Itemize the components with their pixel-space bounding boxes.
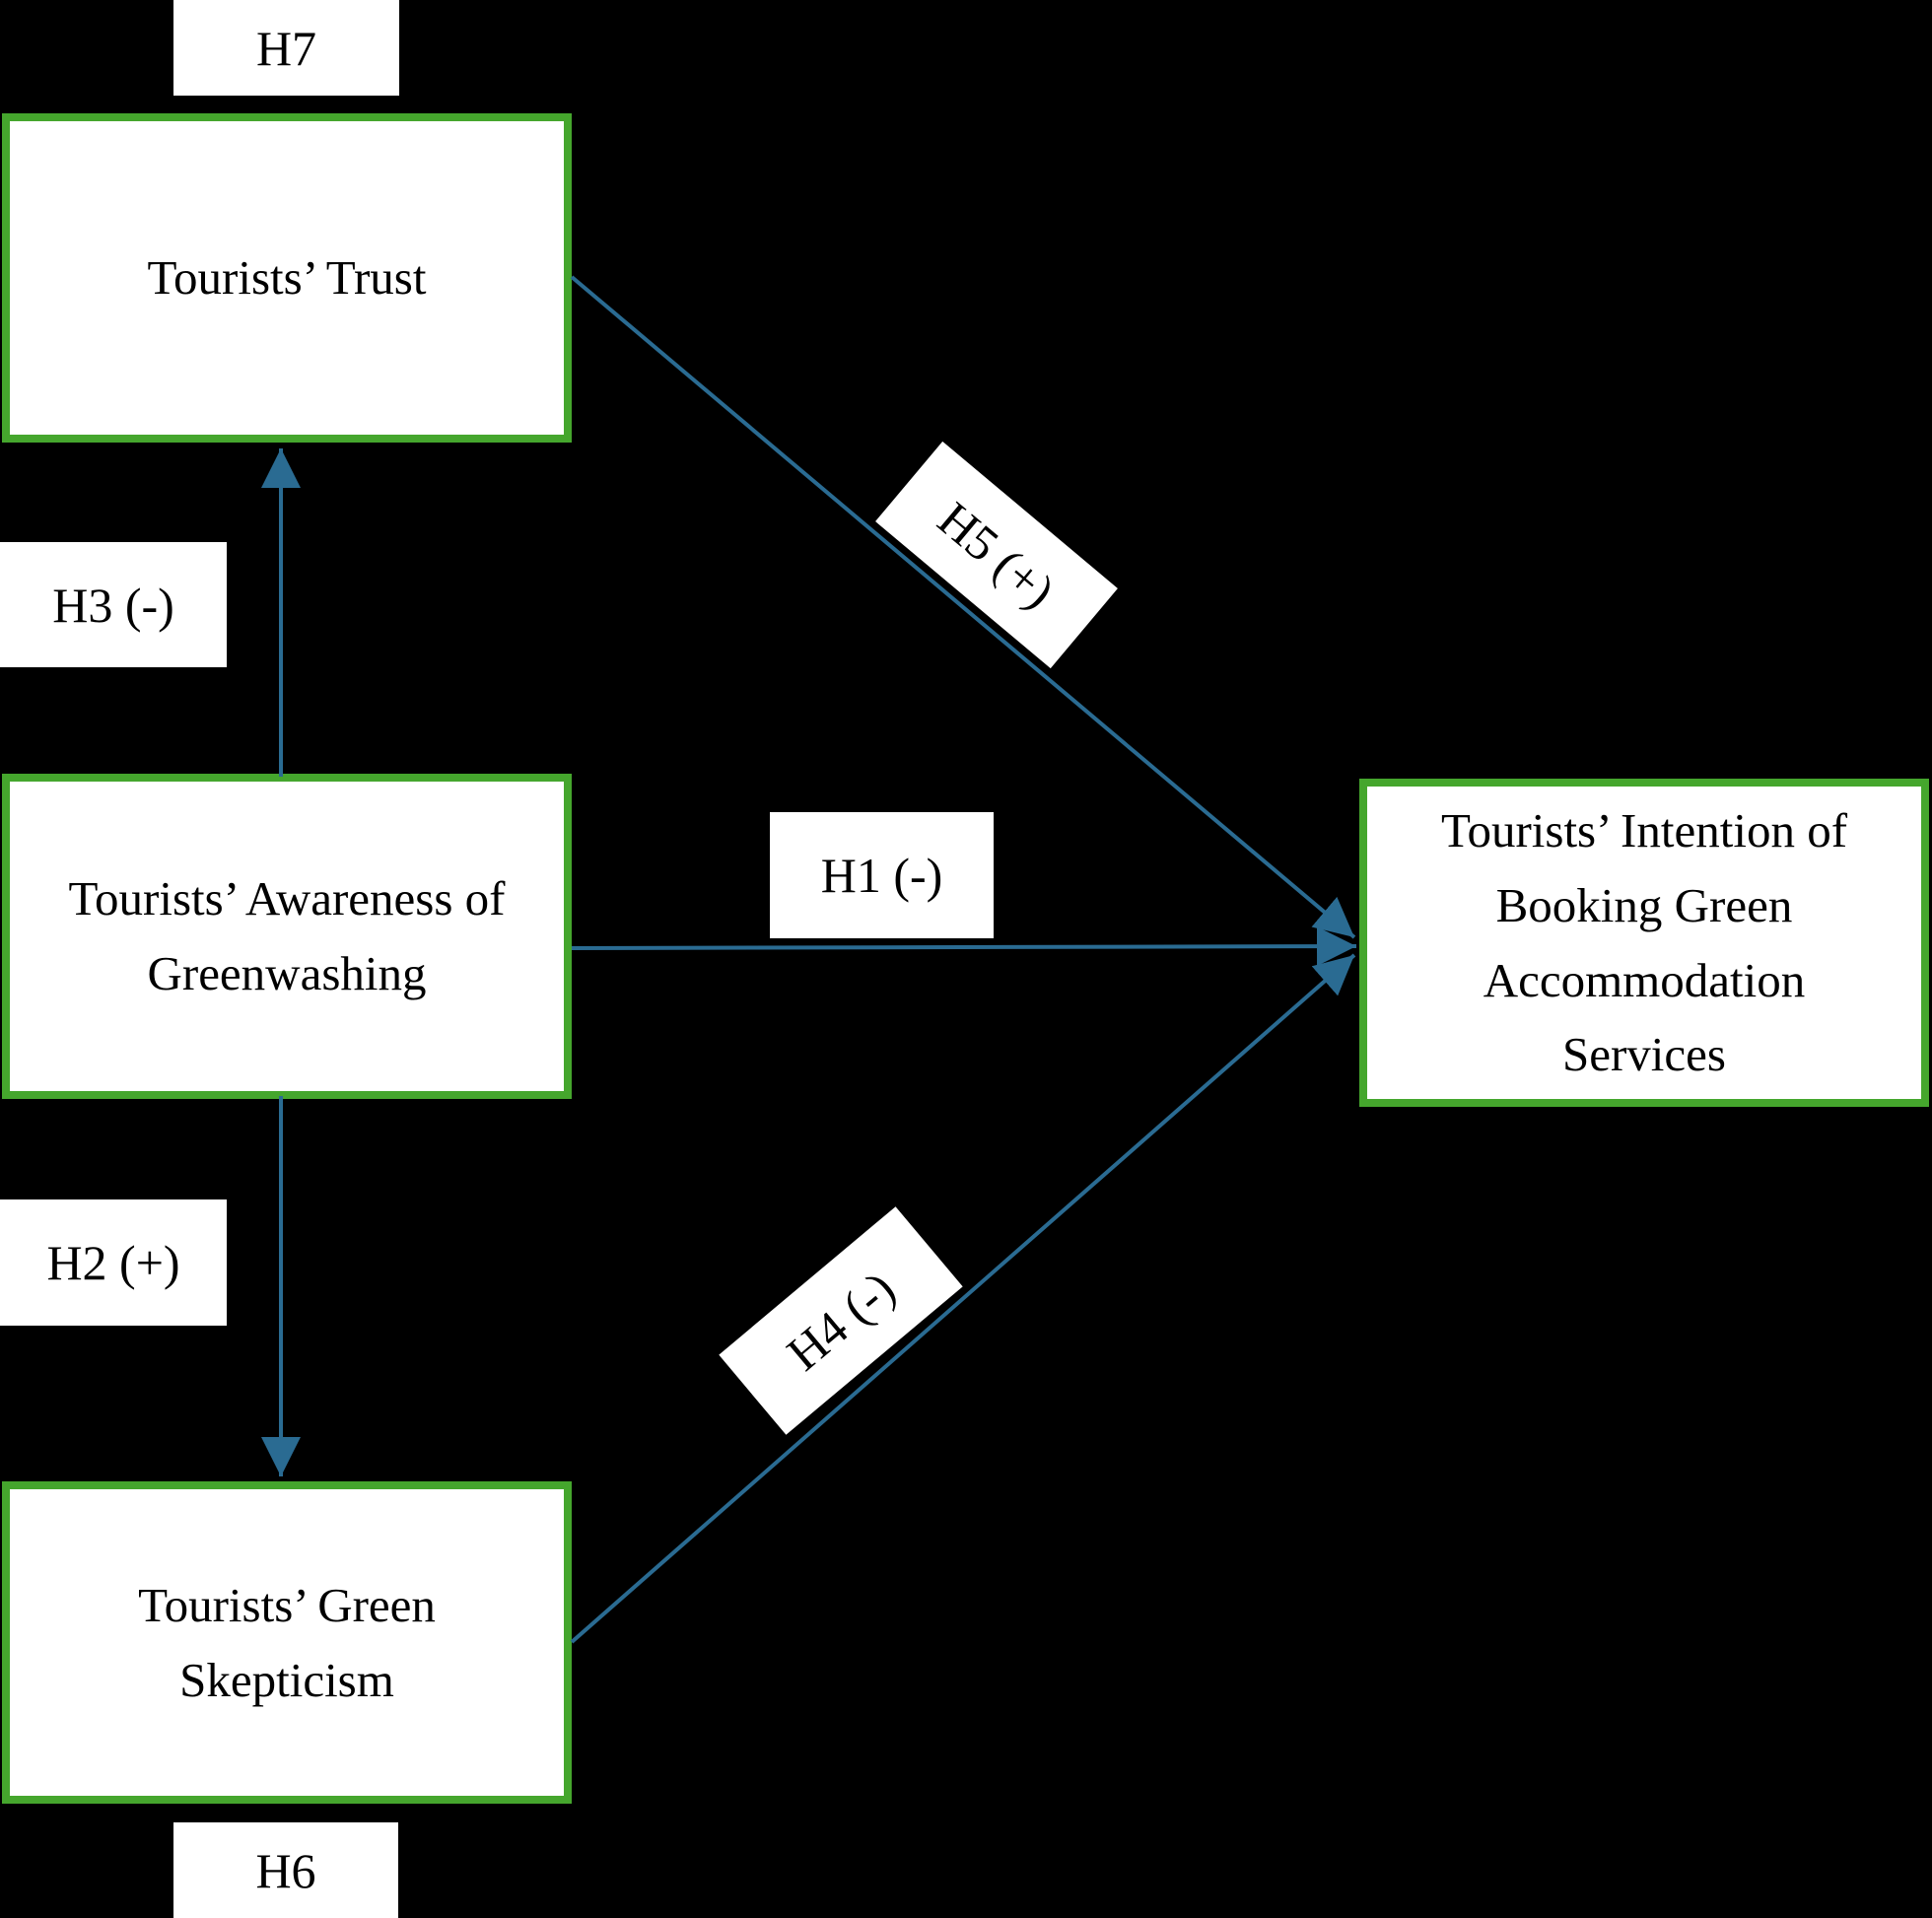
node-tourists-trust: Tourists’ Trust <box>2 113 572 443</box>
node-tourists-green-skepticism: Tourists’ Green Skepticism <box>2 1481 572 1804</box>
hypothesis-label-h7: H7 <box>173 0 399 96</box>
hypothesis-label-h2: H2 (+) <box>0 1199 227 1326</box>
hypothesis-label-h3: H3 (-) <box>0 542 227 667</box>
hypothesis-label-h4: H4 (-) <box>719 1206 963 1435</box>
node-tourists-awareness-of-greenwashing: Tourists’ Awareness of Greenwashing <box>2 774 572 1099</box>
arrow-h1-awareness-to-intention <box>571 926 1357 967</box>
arrow-h4-skepticism-to-intention <box>570 953 1356 1644</box>
hypothesis-label-h5: H5 (+) <box>875 441 1118 669</box>
hypothesis-label-h6: H6 <box>173 1822 398 1918</box>
node-tourists-intention-booking-green-accommodation: Tourists’ Intention of Booking Green Acc… <box>1359 779 1929 1107</box>
hypothesis-label-h1: H1 (-) <box>770 812 994 938</box>
